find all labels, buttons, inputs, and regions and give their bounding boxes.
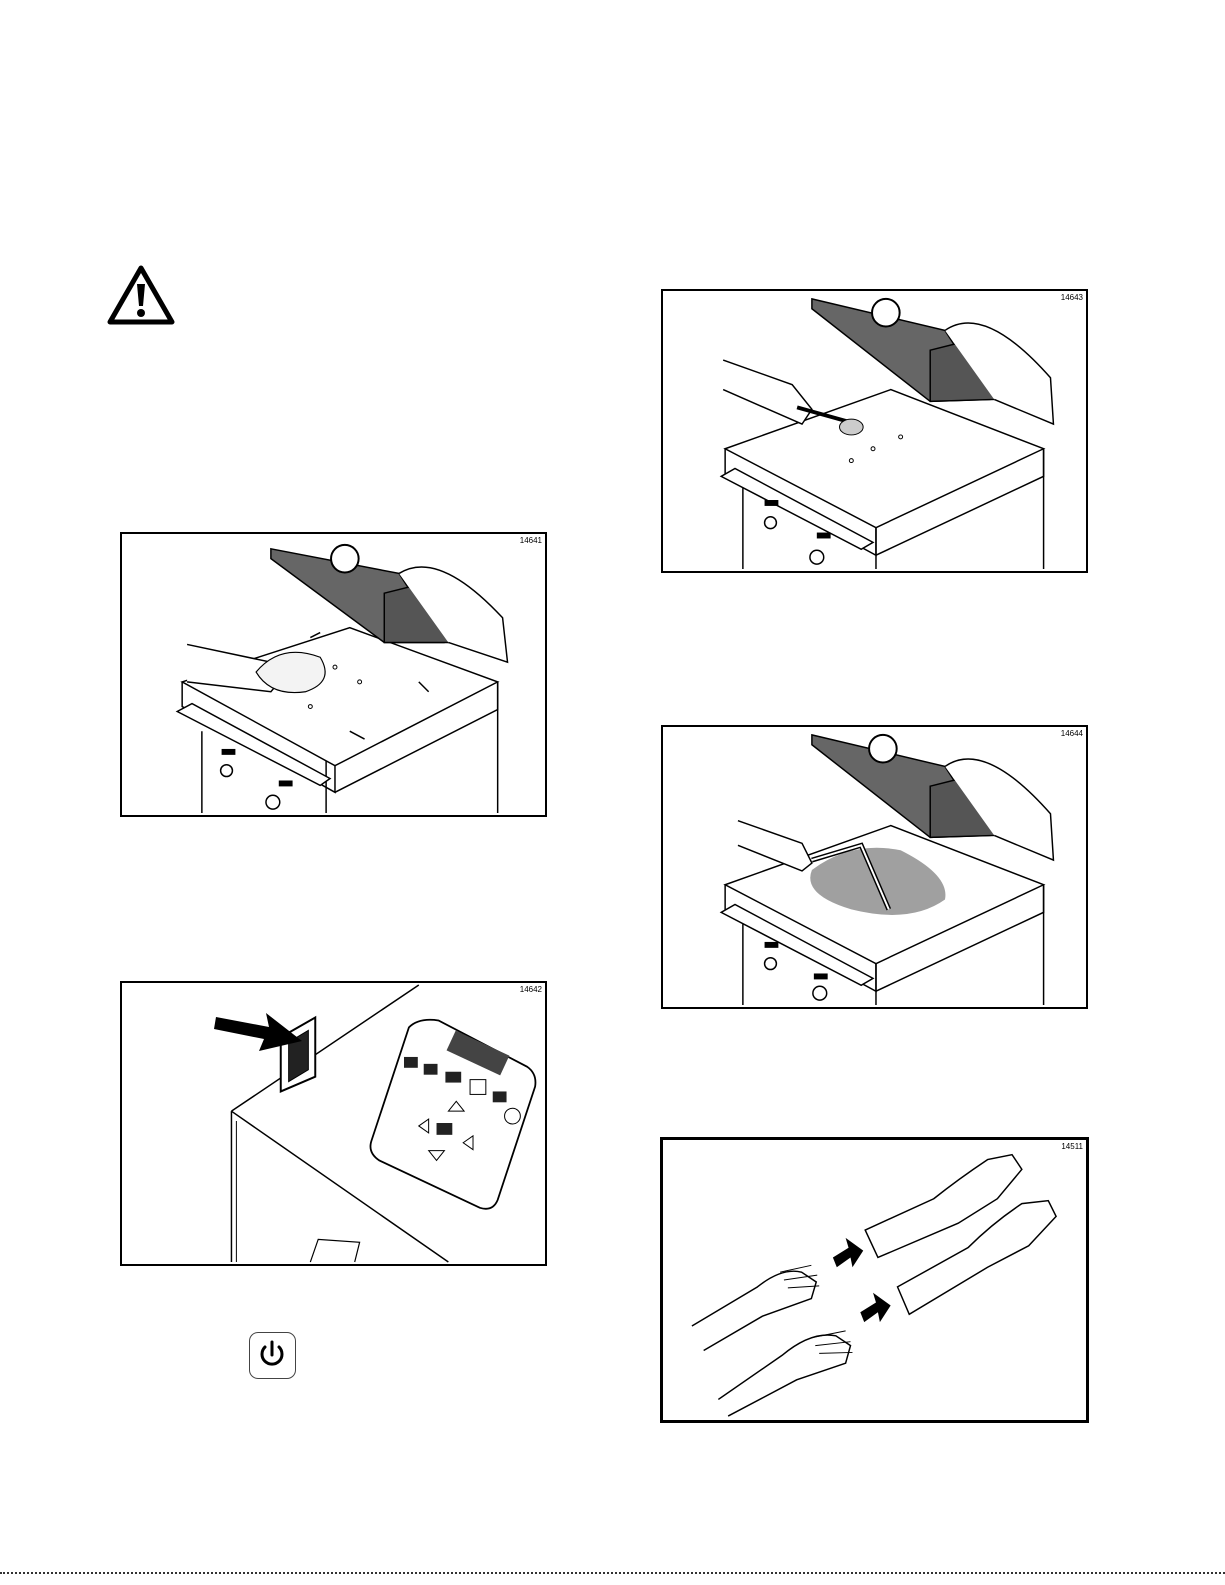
figure-id: 14641 <box>520 536 542 545</box>
griddle-cleaner-illustration <box>663 727 1086 1007</box>
figure-id: 14511 <box>1061 1142 1083 1151</box>
control-panel-illustration <box>122 983 545 1264</box>
warning-triangle-icon <box>106 264 176 326</box>
arrow-right-icon <box>214 1009 304 1054</box>
figure-wipe-surface: 14641 <box>120 532 547 817</box>
griddle-brush-illustration <box>663 291 1086 571</box>
figure-brush-surface: 14643 <box>661 289 1088 573</box>
figure-id: 14644 <box>1061 729 1083 738</box>
griddle-wipe-illustration <box>122 534 545 815</box>
figure-power-switch: 14642 <box>120 981 547 1266</box>
gloves-illustration <box>663 1140 1086 1420</box>
figure-id: 14642 <box>520 985 542 994</box>
figure-spread-cleaner: 14644 <box>661 725 1088 1009</box>
power-icon <box>250 1333 294 1377</box>
page-bottom-rule <box>0 1572 1225 1574</box>
figure-id: 14643 <box>1061 293 1083 302</box>
figure-gloves: 14511 <box>660 1137 1089 1423</box>
power-button <box>249 1332 296 1379</box>
